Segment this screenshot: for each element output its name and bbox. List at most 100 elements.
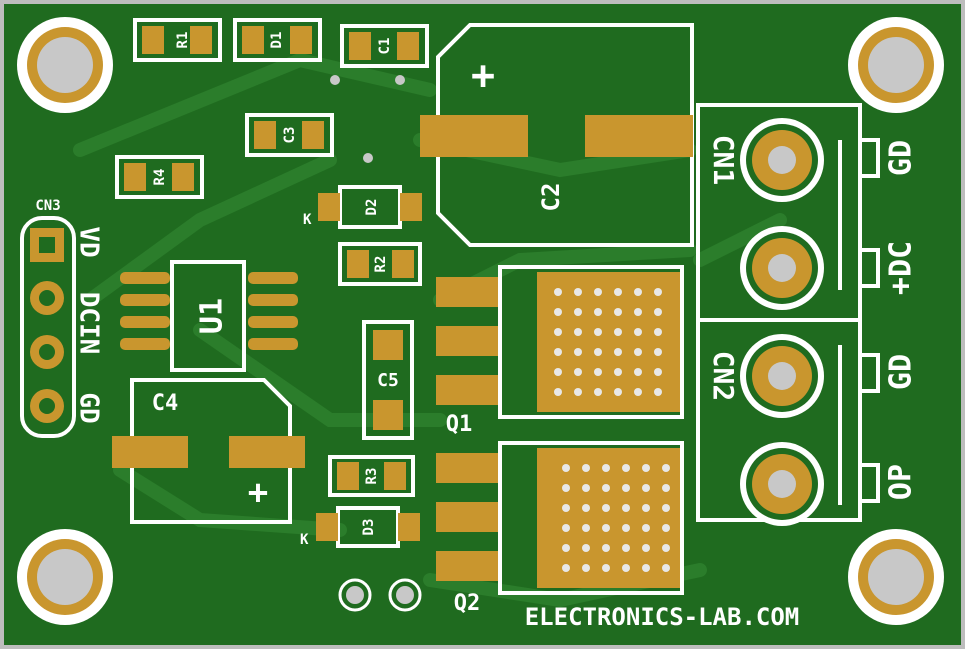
label-r3: R3: [364, 468, 380, 485]
via: [554, 288, 562, 296]
component-r3: R3: [328, 455, 415, 497]
label-r2: R2: [373, 256, 389, 273]
via: [562, 544, 570, 552]
via: [642, 464, 650, 472]
component-c5: C5: [362, 320, 414, 440]
via: [562, 464, 570, 472]
via: [574, 388, 582, 396]
terminal-cn2-pin2: [740, 442, 824, 526]
via: [622, 484, 630, 492]
via: [562, 524, 570, 532]
via: [574, 308, 582, 316]
via: [562, 484, 570, 492]
via: [574, 328, 582, 336]
small-vias: [330, 75, 405, 163]
via: [574, 368, 582, 376]
pin-label-cn1-gd: GD: [884, 140, 919, 176]
terminal-cn1-pin1: [740, 118, 824, 202]
label-cn1: CN1: [707, 135, 740, 186]
via: [574, 348, 582, 356]
vias-q2: [562, 464, 670, 572]
via: [614, 348, 622, 356]
label-c5: C5: [377, 370, 399, 391]
plus-mark-c4: +: [248, 473, 268, 513]
label-u1: U1: [195, 298, 230, 334]
via: [662, 504, 670, 512]
via: [654, 388, 662, 396]
brand-text: ELECTRONICS-LAB.COM: [525, 603, 800, 631]
via: [614, 368, 622, 376]
component-r4: R4: [115, 155, 204, 199]
pin-label-cn3-dcin: DCIN: [74, 292, 104, 355]
via: [582, 524, 590, 532]
via: [582, 484, 590, 492]
plus-mark-c2: +: [471, 53, 495, 99]
via: [662, 464, 670, 472]
pin-label-cn2-gd: GD: [884, 354, 919, 390]
via: [654, 328, 662, 336]
component-q1: Q1: [436, 265, 684, 437]
mounting-hole-bottom-right: [848, 529, 944, 625]
via: [554, 388, 562, 396]
via: [554, 368, 562, 376]
via: [594, 308, 602, 316]
via: [634, 348, 642, 356]
label-d2: D2: [364, 199, 380, 216]
via: [602, 524, 610, 532]
via: [614, 328, 622, 336]
component-u1: U1: [120, 260, 298, 372]
label-d3: D3: [361, 519, 377, 536]
via: [634, 388, 642, 396]
via: [602, 564, 610, 572]
component-cn3: CN3 VD DCIN GD: [20, 198, 104, 438]
via: [622, 564, 630, 572]
cn3-pin1: [30, 228, 64, 262]
label-d1: D1: [269, 32, 285, 49]
vias-q1: [554, 288, 662, 396]
via: [642, 484, 650, 492]
component-cn1-cn2: CN1 CN2 GD +DC GD OP: [696, 103, 919, 526]
component-q2: Q2: [436, 441, 684, 616]
label-r4: R4: [152, 169, 168, 186]
via: [614, 288, 622, 296]
label-r1: R1: [175, 32, 191, 49]
via: [594, 348, 602, 356]
component-d2: D2 K: [303, 185, 422, 229]
via: [602, 504, 610, 512]
via: [602, 464, 610, 472]
cathode-mark-d2: K: [303, 212, 312, 228]
via: [662, 524, 670, 532]
via: [662, 544, 670, 552]
via: [554, 308, 562, 316]
via: [634, 328, 642, 336]
label-q1: Q1: [446, 412, 473, 437]
via: [582, 544, 590, 552]
component-c1: C1: [340, 24, 429, 68]
via: [594, 288, 602, 296]
via: [634, 368, 642, 376]
component-d3: D3 K: [300, 506, 420, 548]
component-c3: C3: [245, 113, 334, 157]
label-c1: C1: [377, 38, 393, 55]
mounting-hole-top-right: [848, 17, 944, 113]
via: [654, 308, 662, 316]
thermal-pad-q2: [537, 448, 680, 588]
label-q2: Q2: [454, 591, 481, 616]
via: [642, 524, 650, 532]
via: [654, 348, 662, 356]
via: [562, 564, 570, 572]
via: [594, 328, 602, 336]
pin-label-cn3-vd: VD: [74, 226, 104, 257]
via: [662, 484, 670, 492]
label-cn3: CN3: [35, 198, 60, 214]
via: [582, 504, 590, 512]
terminal-cn1-pin2: [740, 226, 824, 310]
via: [574, 288, 582, 296]
via: [554, 328, 562, 336]
via: [614, 308, 622, 316]
via: [642, 504, 650, 512]
pin-label-cn3-gd: GD: [74, 392, 104, 423]
component-d1: D1: [233, 18, 322, 62]
label-cn2: CN2: [707, 351, 740, 402]
